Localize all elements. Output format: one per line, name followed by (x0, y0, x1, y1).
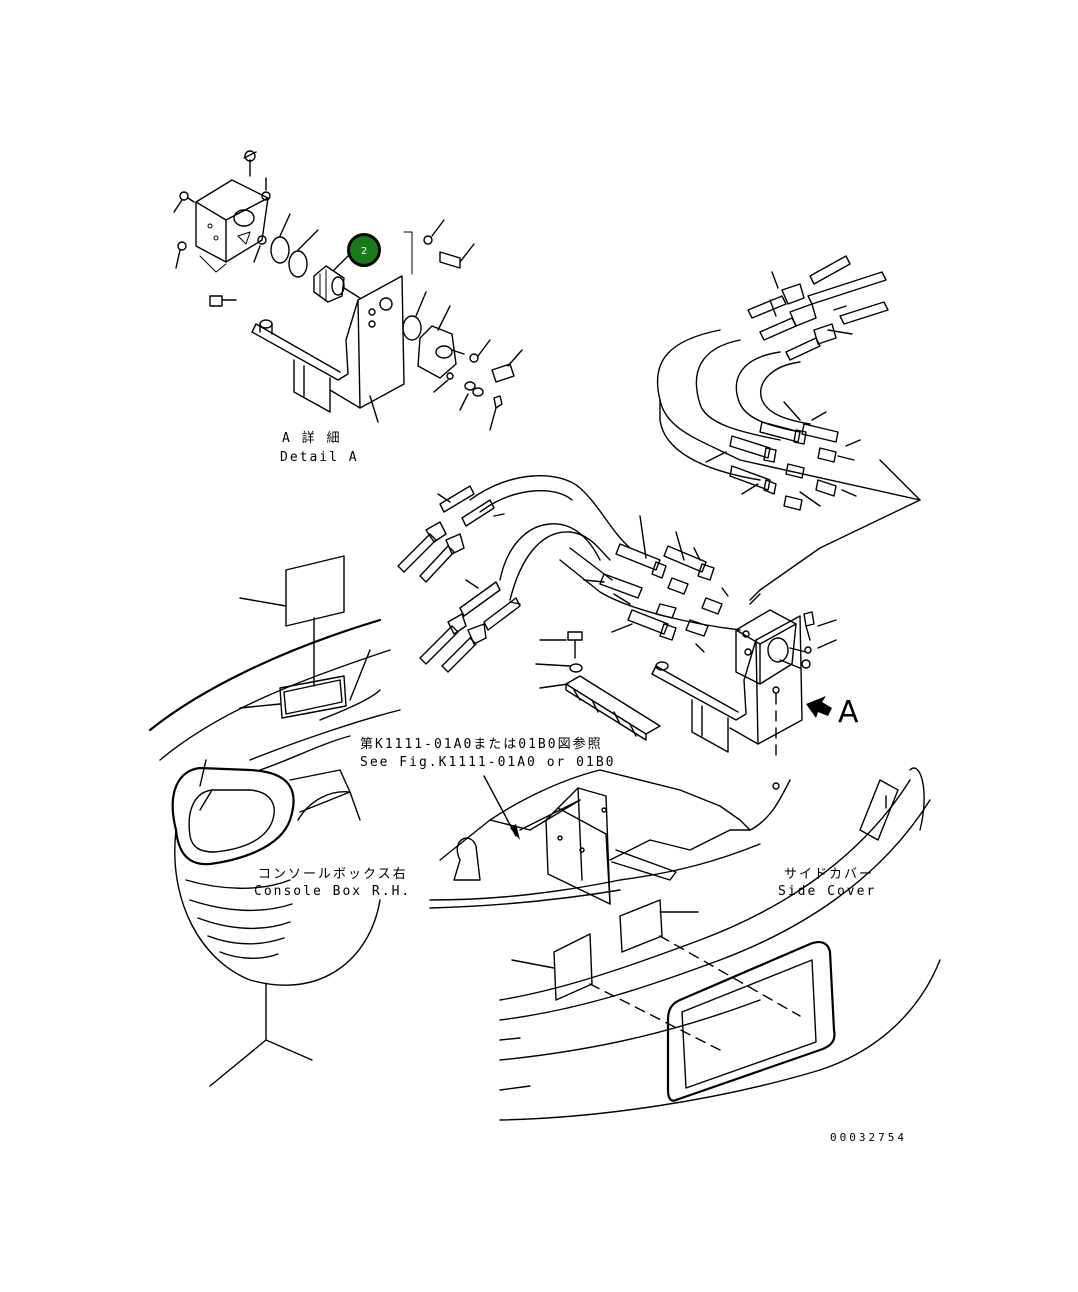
view-arrow-label: A (838, 695, 859, 730)
part-callout-number: 2 (361, 246, 367, 257)
side-cover-label-jp: サイドカバー (784, 867, 874, 882)
reference-label-jp: 第K1111-01A0または01B0図参照 (360, 736, 603, 752)
floor-plate (429, 769, 791, 909)
side-cover (499, 767, 941, 1121)
side-cover-label-en: Side Cover (778, 884, 876, 899)
console-box-label-en: Console Box R.H. (254, 884, 411, 899)
reference-leader (483, 775, 517, 837)
reference-label-en: See Fig.K1111-01A0 or 01B0 (360, 755, 616, 770)
detail-a-assembly (173, 150, 523, 431)
hose-assembly-center (397, 475, 741, 673)
console-box-rh (148, 555, 401, 1087)
detail-a-label-en: Detail A (280, 450, 359, 465)
detail-a-label-jp: A 詳 細 (282, 430, 341, 446)
drawing-number: 00032754 (830, 1131, 907, 1144)
console-box-label-jp: コンソールボックス右 (258, 867, 408, 882)
hose-assembly-upper (656, 255, 921, 601)
valve-bracket-lower: A (535, 593, 859, 790)
part-callout-2[interactable]: 2 (347, 233, 381, 267)
